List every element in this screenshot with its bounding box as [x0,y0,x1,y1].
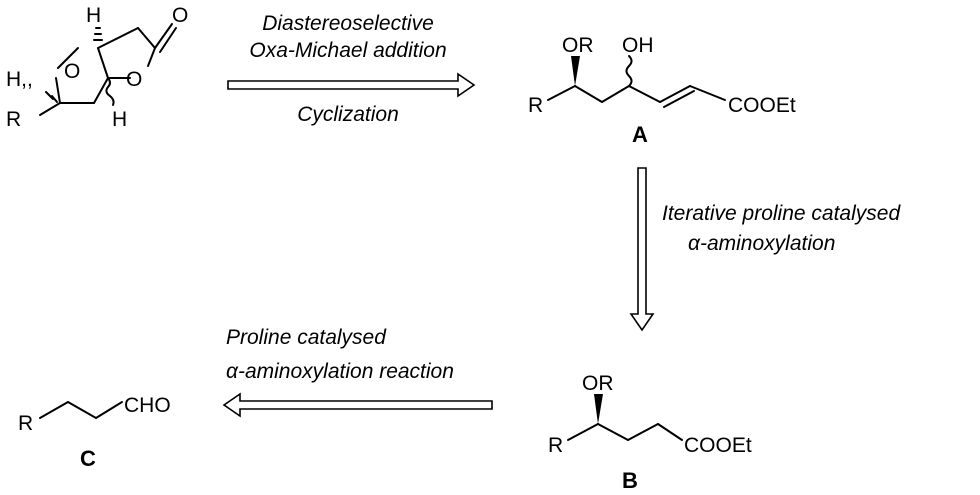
compound-c-label: C [80,446,96,471]
step1-line1: Diastereoselective [262,12,434,35]
atom-r: R [18,412,33,435]
bicyclic-lactone: O O O H H H,, R [6,4,188,131]
atom-cooet: COOEt [728,94,796,117]
atom-r: R [528,94,543,117]
hashed-bond [45,91,58,103]
hashed-bond [93,27,103,41]
step1-conditions: Diastereoselective Oxa-Michael addition … [249,12,446,126]
arrow-step3 [222,392,493,418]
compound-b-label: B [622,468,638,493]
step2-line1: Iterative proline catalysed [662,202,901,225]
compound-b: OR R COOEt B [548,372,752,493]
atom-h-left: H,, [6,68,33,91]
step1-line2: Oxa-Michael addition [249,39,446,62]
step3-line1: Proline catalysed [226,326,387,349]
arrow-step1 [227,72,476,98]
step3-conditions: Proline catalysed α-aminoxylation reacti… [226,326,454,383]
atom-h-top: H [86,4,101,27]
compound-c: R CHO C [18,394,171,471]
step3-line2: α-aminoxylation reaction [226,360,454,383]
compound-a-label: A [632,122,648,147]
atom-oh: OH [622,34,654,57]
arrow-step2 [629,167,655,332]
step2-conditions: Iterative proline catalysed α-aminoxylat… [662,202,901,255]
step1-line3: Cyclization [297,103,399,126]
atom-o-ring2: O [126,68,142,91]
atom-cho: CHO [124,394,171,417]
atom-r: R [6,108,21,131]
atom-cooet: COOEt [684,434,752,457]
atom-h-bottom: H [112,108,127,131]
atom-or: OR [582,372,614,395]
atom-r: R [548,434,563,457]
compound-a: OR OH R COOEt A [528,34,796,147]
atom-o-carbonyl: O [172,4,188,27]
step2-line2: α-aminoxylation [688,232,835,255]
atom-o-ring1: O [64,60,80,83]
atom-or: OR [562,34,594,57]
